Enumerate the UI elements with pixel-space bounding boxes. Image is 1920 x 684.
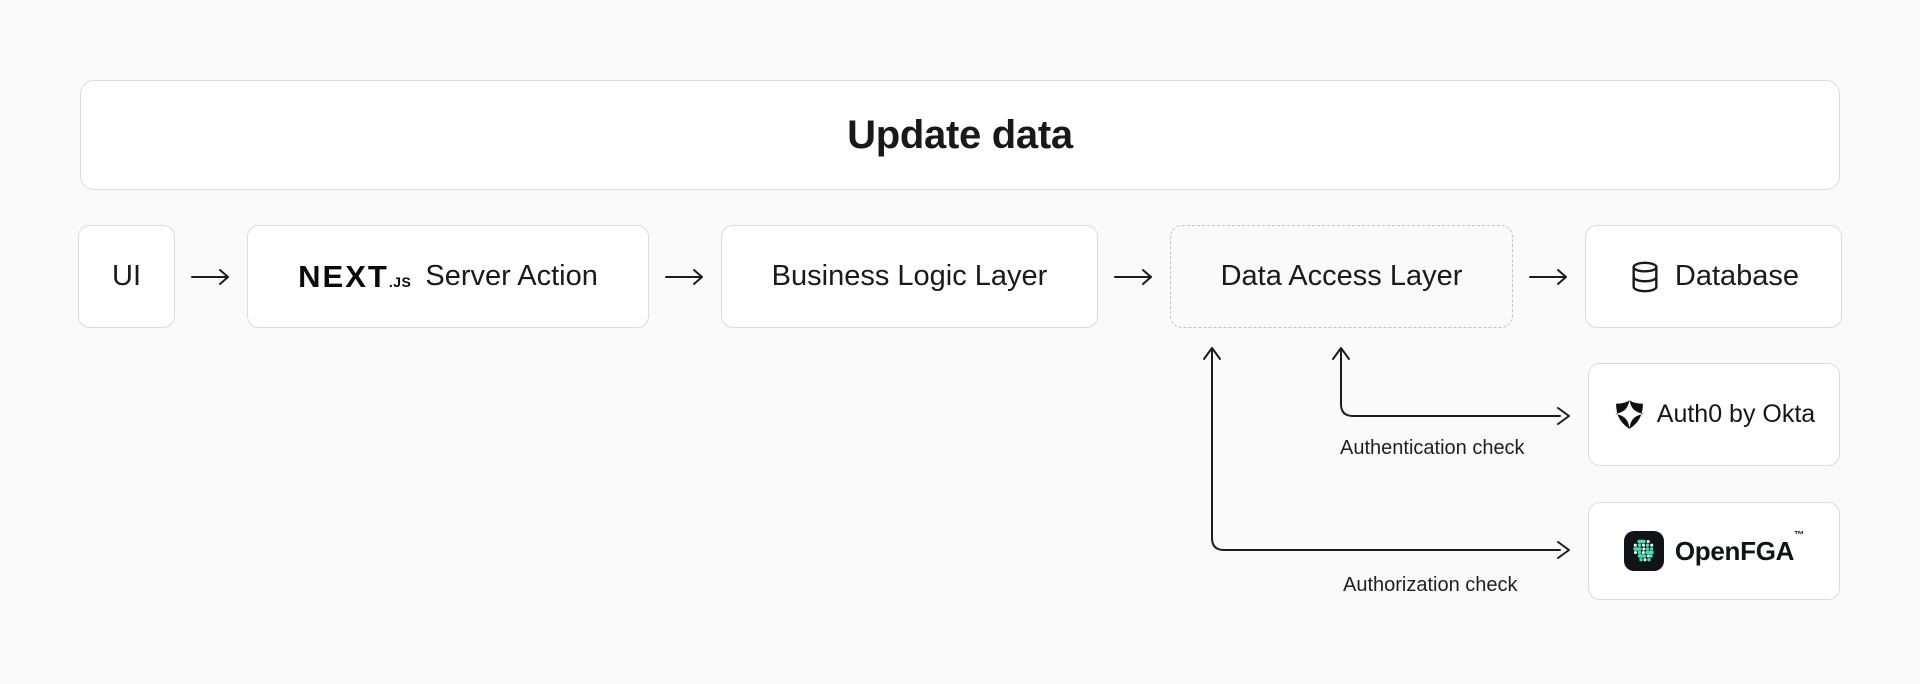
arrow-right-icon	[1114, 268, 1152, 285]
openfga-icon	[1623, 531, 1664, 571]
flow-row: UI NEXT.JS Server Action Business Logic …	[78, 225, 1842, 328]
arrow-right-icon	[1529, 268, 1567, 285]
node-ui: UI	[78, 225, 175, 328]
node-data-access-layer-label: Data Access Layer	[1220, 260, 1463, 292]
auth0-card: Auth0 by Okta	[1588, 363, 1840, 466]
auth0-shield-icon	[1614, 398, 1644, 429]
authentication-check-label: Authentication check	[1340, 437, 1525, 459]
node-database-label: Database	[1674, 260, 1800, 292]
nextjs-logo: NEXT.JS	[298, 258, 412, 294]
node-ui-label: UI	[112, 260, 141, 292]
node-server-action-label: Server Action	[425, 260, 598, 292]
openfga-label: OpenFGA™	[1674, 529, 1805, 566]
page-title: Update data	[847, 112, 1073, 157]
arrow-right-icon	[191, 268, 229, 285]
authentication-check-arrow	[1332, 347, 1570, 425]
node-server-action: NEXT.JS Server Action	[247, 225, 649, 328]
trademark-symbol: ™	[1794, 529, 1805, 541]
openfga-card: OpenFGA™	[1588, 502, 1840, 600]
auth0-label: Auth0 by Okta	[1656, 400, 1816, 428]
database-icon	[1632, 261, 1658, 292]
arrow-right-icon	[665, 268, 703, 285]
title-card: Update data	[80, 80, 1840, 190]
node-business-logic-layer-label: Business Logic Layer	[771, 260, 1048, 292]
authorization-check-label: Authorization check	[1343, 574, 1518, 596]
node-database: Database	[1585, 225, 1842, 328]
node-data-access-layer: Data Access Layer	[1170, 225, 1513, 328]
node-business-logic-layer: Business Logic Layer	[721, 225, 1098, 328]
